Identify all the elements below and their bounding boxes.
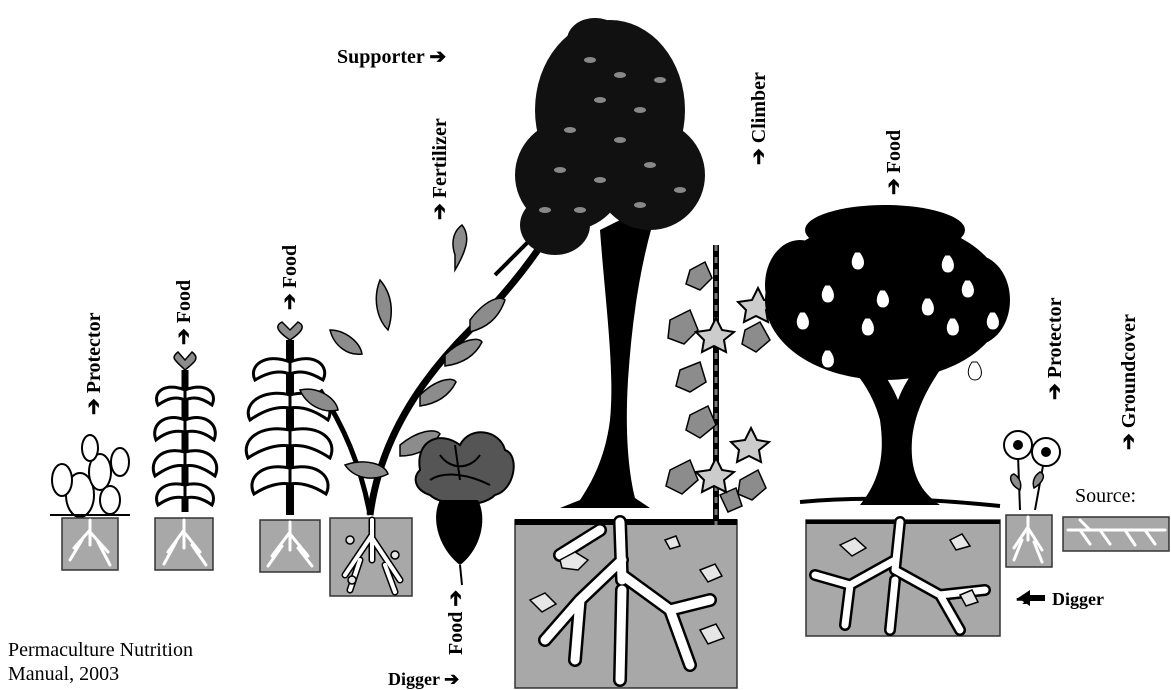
label-supporter: Supporter ➔ (337, 46, 446, 68)
corn-plant-tall (246, 322, 332, 515)
arrow-down-icon: ➔ (173, 328, 195, 345)
source-citation: Permaculture Nutrition Manual, 2003 (8, 639, 193, 685)
protector-flower-label: Protector (1044, 297, 1066, 378)
svg-text:➔ Protector: ➔ Protector (83, 312, 105, 415)
groundcover-label: Groundcover (1118, 314, 1140, 428)
label-protector-cactus: ➔ Protector (83, 312, 105, 415)
cactus-soil (62, 518, 118, 570)
cactus-plant (50, 435, 130, 517)
svg-text:Supporter ➔: Supporter ➔ (337, 46, 446, 68)
label-groundcover: ➔ Groundcover (1118, 314, 1140, 450)
fertilizer-label: Fertilizer (429, 118, 451, 198)
svg-text:➔ Food: ➔ Food (883, 130, 905, 195)
food-corn-small-label: Food (173, 280, 195, 323)
arrow-down-icon: ➔ (279, 293, 301, 310)
arrow-down-icon: ➔ (429, 203, 451, 220)
source-title: Source: (1075, 485, 1136, 507)
svg-text:➔ Fertilizer: ➔ Fertilizer (429, 118, 451, 220)
corn-soil-tall (260, 520, 320, 572)
svg-text:➔ Food: ➔ Food (279, 245, 301, 310)
supporter-soil (515, 520, 737, 688)
arrow-right-icon: ➔ (429, 46, 446, 68)
arrow-down-icon: ➔ (883, 178, 905, 195)
source-label: Source: (1075, 485, 1136, 507)
arrow-down-icon: ➔ (748, 148, 770, 165)
svg-text:➔ Protector: ➔ Protector (1044, 297, 1066, 400)
supporter-tree (515, 18, 705, 508)
source-line-1: Permaculture Nutrition (8, 639, 193, 661)
supporter-label: Supporter (337, 46, 425, 68)
digger-right-label: Digger (1052, 589, 1104, 609)
label-fertilizer: ➔ Fertilizer (429, 118, 451, 220)
label-food-tree: ➔ Food (883, 130, 905, 195)
climber-vine (666, 245, 776, 525)
fruit-tree (765, 205, 1010, 506)
arrow-down-icon: ➔ (83, 398, 105, 415)
corn-plant-small (153, 352, 216, 512)
svg-text:Digger ➔: Digger ➔ (388, 669, 459, 689)
supporter-canopy (515, 18, 705, 255)
fertilizer-soil (330, 518, 412, 596)
climber-label: Climber (748, 72, 770, 143)
label-food-corn-small: ➔ Food (173, 280, 195, 345)
svg-text:➔ Food: ➔ Food (173, 280, 195, 345)
svg-text:➔ Groundcover: ➔ Groundcover (1118, 314, 1140, 450)
label-digger-bottom: Digger ➔ (388, 669, 459, 689)
food-corn-tall-label: Food (279, 245, 301, 288)
source-line-2: Manual, 2003 (8, 663, 119, 685)
arrow-up-icon: ➔ (445, 590, 467, 607)
food-beet-label: Food (445, 612, 467, 655)
digger-bottom-label: Digger (388, 669, 440, 689)
label-food-beet: Food ➔ (445, 590, 467, 655)
beet-plant (416, 432, 514, 585)
food-tree-label: Food (883, 130, 905, 173)
arrow-down-icon: ➔ (1044, 383, 1066, 400)
svg-text:➔ Climber: ➔ Climber (748, 72, 770, 165)
label-digger-right: ➔ Digger (1016, 589, 1104, 609)
svg-text:Food ➔: Food ➔ (445, 590, 467, 655)
corn-soil-small (155, 518, 213, 570)
label-food-corn-tall: ➔ Food (279, 245, 301, 310)
label-protector-flower: ➔ Protector (1044, 297, 1066, 400)
flower-soil (1006, 515, 1052, 567)
groundcover-soil (1063, 517, 1169, 551)
arrow-right-icon: ➔ (444, 669, 459, 689)
fruit-tree-soil (806, 520, 1000, 636)
flower-plant (1004, 431, 1060, 510)
arrow-down-icon: ➔ (1118, 433, 1140, 450)
label-climber: ➔ Climber (748, 72, 770, 165)
protector-cactus-label: Protector (83, 312, 105, 393)
